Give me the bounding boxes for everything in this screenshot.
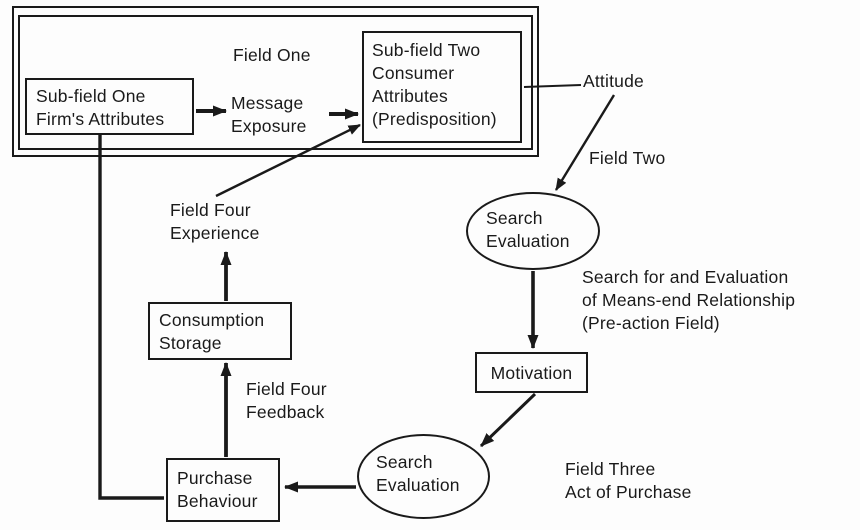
message-exposure-label: Message Exposure (231, 93, 307, 136)
subfield-one-box: Sub-field One Firm's Attributes (25, 78, 194, 135)
means-end-relationship-note: Search for and Evaluation of Means-end R… (582, 267, 796, 333)
arrow-motivation-to-search-evaluation-bottom (479, 392, 537, 448)
consumption-storage-box: Consumption Storage (148, 302, 292, 360)
purchase-behaviour-box: Purchase Behaviour (166, 458, 280, 522)
search-evaluation-bottom-ellipse: Search Evaluation (357, 434, 490, 519)
connector-firm-attributes-to-purchase-behaviour (98, 135, 164, 500)
arrow-experience-to-subfield-two (215, 123, 361, 198)
connector-subfield-two-to-attitude (523, 84, 582, 88)
field-one-label: Field One (233, 45, 311, 65)
field-one-container (12, 6, 539, 157)
search-evaluation-top-ellipse: Search Evaluation (466, 192, 600, 270)
field-three-act-of-purchase-note: Field Three Act of Purchase (565, 459, 692, 502)
motivation-box: Motivation (475, 352, 588, 393)
arrow-attitude-to-search-evaluation-top (554, 94, 616, 191)
field-four-experience-label: Field Four Experience (170, 200, 260, 243)
field-four-feedback-label: Field Four Feedback (246, 379, 327, 422)
attitude-label: Attitude (583, 71, 644, 91)
subfield-two-box: Sub-field Two Consumer Attributes (Predi… (362, 31, 522, 143)
field-two-label: Field Two (589, 148, 666, 168)
field-one-container-inner-border (18, 15, 533, 150)
